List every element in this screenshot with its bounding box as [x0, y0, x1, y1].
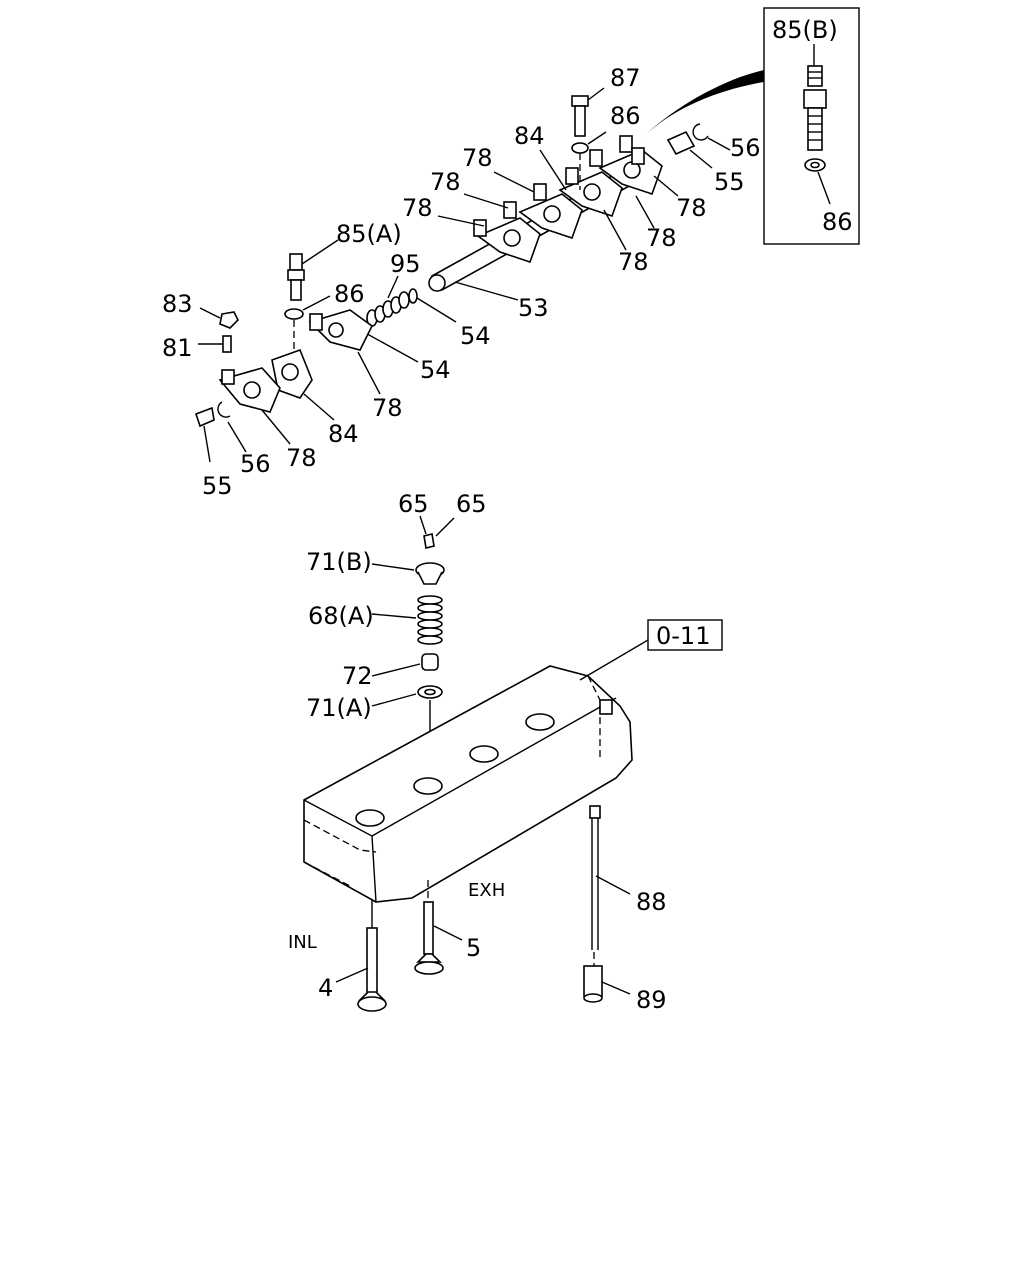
- callout-4: 4: [318, 974, 333, 1002]
- callout-88: 88: [636, 888, 667, 916]
- ref-box: [647, 619, 723, 651]
- ref-box-label: 0-11: [656, 622, 710, 650]
- callout-55-right: 55: [714, 168, 745, 196]
- label-85b: 85(B): [772, 16, 838, 44]
- callout-5: 5: [466, 934, 481, 962]
- callout-95: 95: [390, 250, 421, 278]
- callout-87: 87: [610, 64, 641, 92]
- rocker-shaft-assembly: [194, 87, 731, 463]
- callout-55-left: 55: [202, 472, 233, 500]
- callout-85a: 85(A): [336, 220, 402, 248]
- callout-65-a: 65: [398, 490, 429, 518]
- label-86-inset: 86: [822, 208, 853, 236]
- inset-box: 85(B) 86: [763, 7, 860, 245]
- inl-label: INL: [288, 932, 317, 953]
- callout-labels: 87 86 84 78 78 78 56 55 78 78 78 85(A) 9…: [162, 64, 761, 1014]
- callout-53: 53: [518, 294, 549, 322]
- callout-78-f: 78: [618, 248, 649, 276]
- callout-86-top: 86: [610, 102, 641, 130]
- exh-label: EXH: [468, 880, 505, 901]
- callout-78-a: 78: [462, 144, 493, 172]
- callout-68a: 68(A): [308, 602, 374, 630]
- callout-54-a: 54: [460, 322, 491, 350]
- callout-56-right: 56: [730, 134, 761, 162]
- callout-86-mid: 86: [334, 280, 365, 308]
- callout-78-h: 78: [286, 444, 317, 472]
- callout-89: 89: [636, 986, 667, 1014]
- inset-pointer: [640, 70, 764, 140]
- callout-78-c: 78: [402, 194, 433, 222]
- callout-84-low: 84: [328, 420, 359, 448]
- callout-78-g: 78: [372, 394, 403, 422]
- callout-83: 83: [162, 290, 193, 318]
- callout-78-b: 78: [430, 168, 461, 196]
- callout-81: 81: [162, 334, 193, 362]
- callout-78-e: 78: [646, 224, 677, 252]
- callout-71b: 71(B): [306, 548, 372, 576]
- valves-pushrod: [335, 805, 631, 1012]
- callout-71a: 71(A): [306, 694, 372, 722]
- callout-54-b: 54: [420, 356, 451, 384]
- callout-56-left: 56: [240, 450, 271, 478]
- callout-65-b: 65: [456, 490, 487, 518]
- cylinder-head: 0-11 EXH INL: [288, 619, 723, 953]
- callout-84-top: 84: [514, 122, 545, 150]
- callout-72: 72: [342, 662, 373, 690]
- callout-78-d: 78: [676, 194, 707, 222]
